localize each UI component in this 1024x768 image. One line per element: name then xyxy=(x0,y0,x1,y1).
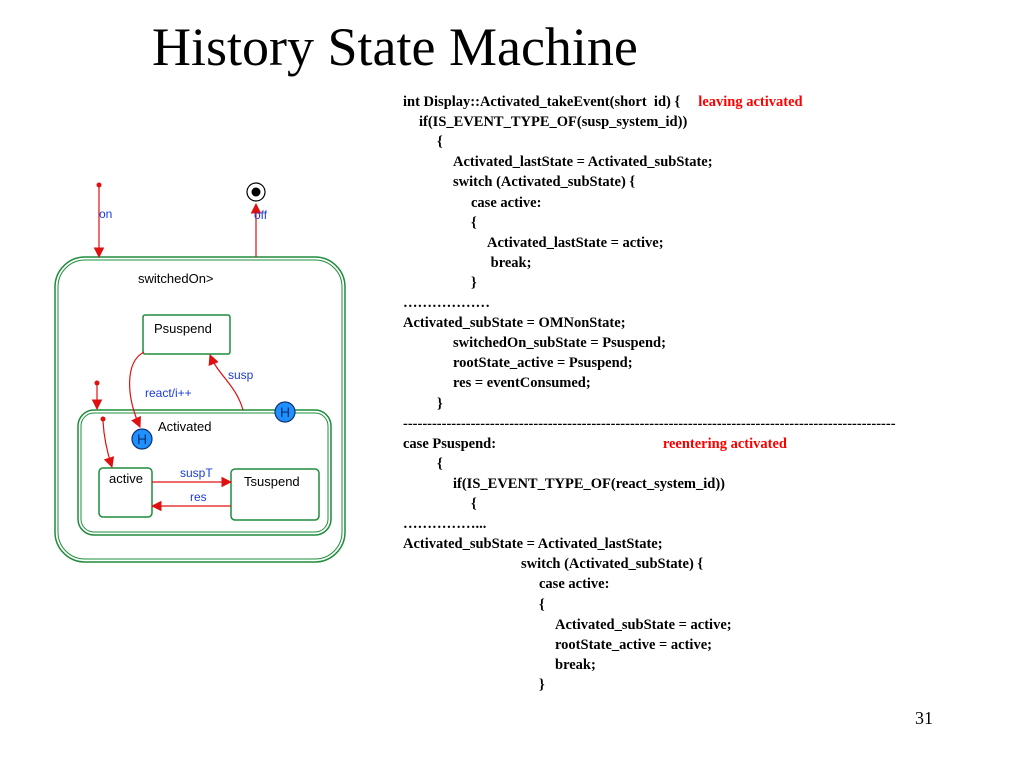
code-line-text: switch (Activated_subState) { xyxy=(453,174,636,191)
code-line-text: if(IS_EVENT_TYPE_OF(susp_system_id)) xyxy=(419,114,688,131)
history-label-outer: H xyxy=(280,404,290,420)
transition-default-active[interactable] xyxy=(100,416,115,469)
code-line: } xyxy=(471,273,477,293)
code-line-text: Activated_subState = active; xyxy=(555,616,732,633)
code-line: res = eventConsumed; xyxy=(453,373,591,393)
code-line-text: switch (Activated_subState) { xyxy=(521,556,704,573)
code-line: { xyxy=(471,494,477,514)
code-line-text: { xyxy=(539,596,545,613)
transition-res-label: res xyxy=(190,490,207,504)
code-line: int Display::Activated_takeEvent(short i… xyxy=(403,92,803,112)
code-line-text: if(IS_EVENT_TYPE_OF(react_system_id)) xyxy=(453,475,725,492)
code-line-text: { xyxy=(437,134,443,151)
code-annotation: leaving activated xyxy=(680,94,803,110)
code-line-text: ……………… xyxy=(403,295,490,311)
code-line-text: Activated_lastState = active; xyxy=(487,234,664,251)
state-active[interactable]: active xyxy=(98,467,153,518)
state-tsuspend[interactable]: Tsuspend xyxy=(230,468,320,521)
code-line-text: case Psuspend: xyxy=(403,435,497,452)
code-line-text: Activated_subState = OMNonState; xyxy=(403,315,626,332)
code-line-text: ……………... xyxy=(403,516,487,533)
code-line: ……………… xyxy=(403,293,490,313)
code-line: switch (Activated_subState) { xyxy=(521,554,703,574)
transition-react-label: react/i++ xyxy=(145,386,192,400)
transition-off-label: off xyxy=(254,208,268,222)
state-switchedon-label: switchedOn> xyxy=(138,271,214,286)
code-line: ----------------------------------------… xyxy=(403,414,896,434)
transition-susp[interactable]: susp xyxy=(208,353,254,411)
code-line-text: case active: xyxy=(539,576,610,593)
code-line: { xyxy=(471,213,477,233)
page-number: 31 xyxy=(915,708,933,728)
transition-default-activated[interactable] xyxy=(91,380,103,411)
transition-res[interactable]: res xyxy=(150,490,231,512)
code-line: if(IS_EVENT_TYPE_OF(react_system_id)) xyxy=(453,474,725,494)
code-line: Activated_subState = OMNonState; xyxy=(403,313,626,333)
transition-on-label: on xyxy=(99,207,112,221)
state-psuspend[interactable]: Psuspend xyxy=(142,314,231,355)
code-line: ……………... xyxy=(403,514,486,534)
transition-suspT[interactable]: suspT xyxy=(152,466,233,488)
code-line-text: { xyxy=(437,455,443,472)
code-line: } xyxy=(437,394,443,414)
code-line-text: } xyxy=(437,395,443,412)
history-label-inner: H xyxy=(137,431,147,447)
code-line-text: switchedOn_subState = Psuspend; xyxy=(453,335,666,352)
code-line: Activated_lastState = Activated_subState… xyxy=(453,152,713,172)
transition-susp-label: susp xyxy=(228,368,254,382)
transition-react[interactable]: react/i++ xyxy=(129,351,192,428)
transition-off[interactable]: off xyxy=(250,202,268,257)
code-line: rootState_active = Psuspend; xyxy=(453,353,633,373)
code-line: case Psuspend: reentering activated xyxy=(403,434,787,454)
history-connector-outer[interactable]: H xyxy=(274,401,296,423)
code-line: switch (Activated_subState) { xyxy=(453,172,635,192)
code-line: break; xyxy=(487,253,532,273)
state-active-label: active xyxy=(109,471,143,486)
code-line: case active: xyxy=(471,193,541,213)
code-line: } xyxy=(539,675,545,695)
transition-suspT-label: suspT xyxy=(180,466,213,480)
code-line: break; xyxy=(555,655,596,675)
state-psuspend-label: Psuspend xyxy=(154,321,212,336)
code-line-text: case active: xyxy=(471,194,542,211)
code-line-text: int Display::Activated_takeEvent(short i… xyxy=(403,94,681,110)
history-connector-inner[interactable]: H xyxy=(131,428,153,450)
code-line-text: { xyxy=(471,496,477,512)
code-line: rootState_active = active; xyxy=(555,635,712,655)
code-line: { xyxy=(437,132,443,152)
code-line-text: Activated_lastState = Activated_subState… xyxy=(453,154,713,171)
slide-title: History State Machine xyxy=(152,17,638,77)
code-line-text: break; xyxy=(487,254,532,271)
code-line-text: } xyxy=(539,676,545,693)
state-tsuspend-label: Tsuspend xyxy=(244,474,300,489)
code-line: switchedOn_subState = Psuspend; xyxy=(453,333,666,353)
code-line-text: } xyxy=(471,274,477,291)
code-line-text: ----------------------------------------… xyxy=(403,415,896,432)
code-line: case active: xyxy=(539,574,609,594)
code-line: Activated_lastState = active; xyxy=(487,233,664,253)
code-line-text: rootState_active = Psuspend; xyxy=(453,355,633,372)
code-line-text: rootState_active = active; xyxy=(555,636,712,653)
final-state[interactable] xyxy=(246,182,266,202)
code-line-text: { xyxy=(471,214,477,231)
code-line-text: break; xyxy=(555,656,596,673)
code-line: Activated_subState = Activated_lastState… xyxy=(403,534,663,554)
code-line: if(IS_EVENT_TYPE_OF(susp_system_id)) xyxy=(419,112,687,132)
code-line: { xyxy=(539,595,545,615)
state-activated-label: Activated xyxy=(158,419,211,434)
code-line: { xyxy=(437,454,443,474)
code-line: Activated_subState = active; xyxy=(555,615,732,635)
transition-on[interactable]: on xyxy=(93,182,113,259)
code-line-text: res = eventConsumed; xyxy=(453,375,591,392)
code-annotation: reentering activated xyxy=(496,435,787,452)
code-line-text: Activated_subState = Activated_lastState… xyxy=(403,536,663,553)
